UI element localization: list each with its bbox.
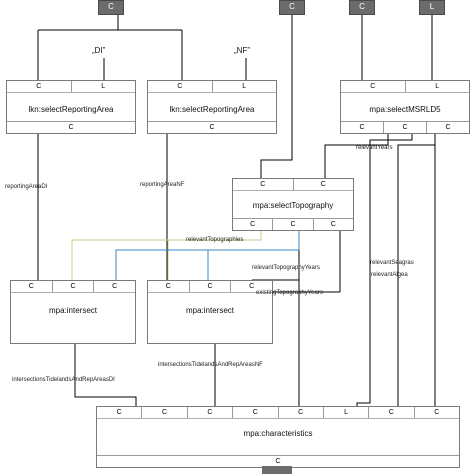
edge-label-relevant-topography-years: relevantTopographyYears <box>252 265 320 271</box>
sink-port[interactable] <box>262 466 292 474</box>
wire-msrld5-chars <box>387 133 436 406</box>
box-band <box>97 418 459 425</box>
node-title: mpa:intersect <box>185 306 235 315</box>
input-port[interactable]: C <box>434 409 440 416</box>
edge-label-relevant-years: relevantYears <box>356 145 393 151</box>
literal-di: „DI” <box>92 46 106 55</box>
node-select-reporting-area-nf[interactable]: C L lkn:selectReportingArea C <box>147 80 277 134</box>
input-port[interactable]: L <box>242 83 247 90</box>
output-port[interactable]: C <box>233 219 274 230</box>
wire-topo-years <box>252 230 300 281</box>
input-port[interactable]: C <box>233 179 294 190</box>
edge-label-relevant-seagras: relevantSeagras <box>370 260 414 266</box>
input-port[interactable]: C <box>7 81 72 92</box>
input-port[interactable]: C <box>148 281 190 292</box>
wire-relevant-seagras <box>397 133 436 406</box>
edge-label-reporting-nf: reportingAreaNF <box>140 182 185 188</box>
box-band <box>341 92 469 99</box>
literal-nf: „NF” <box>234 46 250 55</box>
box-band <box>148 292 272 299</box>
output-ports: C C C <box>233 218 353 230</box>
source-port-2-letter: C <box>289 2 295 11</box>
input-port[interactable]: C <box>233 407 279 418</box>
output-port[interactable]: C <box>330 221 336 228</box>
node-select-msrld5[interactable]: C L mpa:selectMSRLD5 C C C <box>340 80 470 134</box>
input-port[interactable]: C <box>249 283 255 290</box>
node-select-reporting-area-di[interactable]: C L lkn:selectReportingArea C <box>6 80 136 134</box>
node-intersect-di[interactable]: C C C mpa:intersect <box>10 280 136 344</box>
node-title: mpa:intersect <box>48 306 98 315</box>
node-characteristics[interactable]: C C C C C L C C mpa:characteristics C <box>96 406 460 468</box>
source-port-4-letter: L <box>429 2 435 11</box>
input-port[interactable]: C <box>11 281 53 292</box>
edge-label-intersections-di: intersectionsTidelandsAndRepAreasDI <box>12 377 115 383</box>
source-port-4[interactable]: L <box>419 0 445 15</box>
wire-port2-topo <box>260 14 293 178</box>
source-port-3[interactable]: C <box>349 0 375 15</box>
output-port[interactable]: C <box>341 122 384 133</box>
input-port[interactable]: C <box>97 407 143 418</box>
source-port-3-letter: C <box>359 2 365 11</box>
node-title: mpa:selectMSRLD5 <box>369 105 441 114</box>
input-port[interactable]: C <box>190 281 232 292</box>
node-title: lkn:selectReportingArea <box>169 105 255 114</box>
wire-port1-lkn <box>37 14 183 80</box>
wire-relevant-topographies-blue <box>115 230 300 280</box>
wire-relevant-topographies-green <box>71 230 262 280</box>
output-port[interactable]: C <box>275 458 281 465</box>
output-ports: C <box>7 121 135 133</box>
output-port[interactable]: C <box>209 124 215 131</box>
node-title: mpa:selectTopography <box>252 201 334 210</box>
source-port-1[interactable]: C <box>98 0 124 15</box>
output-ports: C C C <box>341 121 469 133</box>
output-port[interactable]: C <box>384 122 427 133</box>
input-port[interactable]: C <box>112 283 118 290</box>
output-port[interactable]: C <box>273 219 314 230</box>
input-port[interactable]: C <box>142 407 188 418</box>
wire-relevant-algea <box>356 133 413 406</box>
input-port[interactable]: C <box>320 181 326 188</box>
node-select-topography[interactable]: C C mpa:selectTopography C C C <box>232 178 354 231</box>
edge-label-relevant-topographies: relevantTopographies <box>186 237 244 243</box>
box-band <box>148 92 276 99</box>
input-port[interactable]: C <box>279 407 324 418</box>
output-port[interactable]: C <box>445 124 451 131</box>
input-port[interactable]: C <box>53 281 95 292</box>
box-band <box>11 292 135 299</box>
wire-intersections-di <box>74 343 137 406</box>
node-intersect-nf[interactable]: C C C mpa:intersect <box>147 280 273 344</box>
output-port[interactable]: C <box>68 124 74 131</box>
input-port[interactable]: L <box>101 83 106 90</box>
edge-label-intersections-nf: intersectionsTidelandsAndRepAreasNF <box>158 362 263 368</box>
edge-label-existing-topography-years: existingTopographyYears <box>256 290 323 296</box>
output-ports: C <box>148 121 276 133</box>
box-band <box>7 92 135 99</box>
source-port-1-letter: C <box>108 2 114 11</box>
source-port-2[interactable]: C <box>279 0 305 15</box>
input-port[interactable]: C <box>188 407 234 418</box>
box-band <box>233 190 353 197</box>
node-title: lkn:selectReportingArea <box>28 105 114 114</box>
edge-label-relevant-algea: relevantAlgea <box>371 272 408 278</box>
node-title: mpa:characteristics <box>243 429 313 438</box>
input-port[interactable]: C <box>369 407 415 418</box>
input-port[interactable]: C <box>148 81 213 92</box>
edge-label-reporting-di: reportingAreaDI <box>5 184 48 190</box>
input-port[interactable]: L <box>435 83 440 90</box>
output-ports: C <box>97 455 459 467</box>
input-port[interactable]: L <box>324 407 370 418</box>
input-port[interactable]: C <box>341 81 406 92</box>
